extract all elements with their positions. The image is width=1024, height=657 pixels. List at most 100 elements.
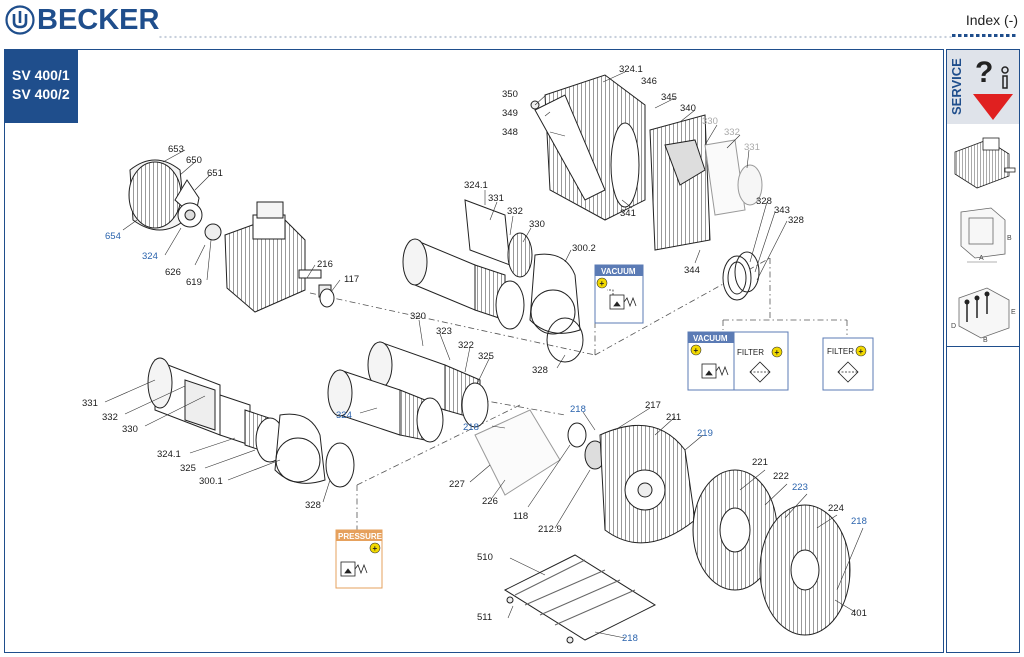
callout-label: 324 [142, 251, 158, 262]
callout-label: 346 [641, 76, 657, 87]
leader-lines [104, 71, 864, 639]
callout-label: 343 [774, 205, 790, 216]
callout-label: 218 [463, 422, 479, 433]
svg-text:A: A [979, 255, 984, 262]
callout-label: 650 [186, 155, 202, 166]
filter-badge-title: FILTER [827, 347, 854, 356]
callout-label: 223 [792, 482, 808, 493]
callout-label: 331 [82, 398, 98, 409]
callout-label: 330 [122, 424, 138, 435]
terminal-drawing-tile[interactable]: D E B [947, 272, 1019, 347]
model-label-box: SV 400/1 SV 400/2 [4, 49, 78, 123]
callout-label: 300.2 [572, 243, 596, 254]
svg-text:+: + [373, 544, 378, 553]
becker-logo[interactable]: BECKER [5, 3, 159, 37]
svg-text:D: D [951, 323, 956, 330]
brand-name: BECKER [37, 4, 160, 36]
svg-text:+: + [694, 346, 699, 355]
callout-label: 226 [482, 496, 498, 507]
svg-text:+: + [600, 279, 605, 288]
svg-text:E: E [1011, 309, 1016, 316]
exploded-parts-diagram: 324.1 346 350 345 349 340 330 348 332 33… [82, 64, 874, 644]
valve-symbol-icon [340, 561, 368, 577]
motor-thumbnail-icon [954, 137, 1016, 189]
valve-symbol-icon [701, 363, 729, 379]
motor-group[interactable] [128, 159, 335, 313]
model-line-1: SV 400/1 [12, 67, 70, 83]
valve-symbol-icon [607, 289, 637, 310]
callout-label: 341 [620, 208, 636, 219]
upper-silencer-group[interactable] [402, 199, 584, 363]
callout-label: 511 [477, 612, 492, 623]
header-divider-left [158, 35, 954, 39]
base-plate[interactable] [503, 554, 657, 644]
filter-symbol-icon [749, 361, 771, 383]
callout-label: 324.1 [157, 449, 181, 460]
callout-label: 626 [165, 267, 181, 278]
callout-label: 654 [105, 231, 121, 242]
callout-label: 328 [756, 196, 772, 207]
pressure-valve-badge[interactable]: PRESSURE + [335, 529, 383, 589]
service-label: SERVICE [949, 58, 964, 116]
callout-label: 300.1 [199, 476, 223, 487]
callout-label: 331 [488, 193, 504, 204]
callout-label: 328 [532, 365, 548, 376]
impeller-housing-group[interactable] [474, 409, 851, 636]
callout-label: 117 [344, 274, 359, 285]
callout-label: 222 [773, 471, 789, 482]
vacuum-filter-badge[interactable]: VACUUM FILTER + + [687, 331, 789, 391]
callout-label: 324.1 [464, 180, 488, 191]
filter-badge[interactable]: FILTER + [822, 337, 874, 391]
vacuum-valve-badge[interactable]: VACUUM + [594, 264, 644, 324]
right-sidebar: SERVICE ? A B D [946, 49, 1020, 653]
callout-label: 619 [186, 277, 202, 288]
index-link[interactable]: Index (-) [965, 12, 1018, 28]
plus-icon [690, 344, 702, 356]
svg-text:?: ? [975, 56, 993, 89]
lower-silencer-group[interactable] [327, 341, 489, 443]
plus-icon [855, 345, 867, 357]
page-header: BECKER Index (-) [0, 0, 1024, 44]
plus-icon [369, 542, 381, 554]
svg-text:B: B [983, 337, 988, 344]
callout-label: 340 [680, 103, 696, 114]
callout-label: 325 [180, 463, 196, 474]
service-tile[interactable]: SERVICE ? [947, 50, 1019, 125]
model-line-2: SV 400/2 [12, 86, 70, 102]
callout-label: 218 [851, 516, 867, 527]
callout-label: 322 [458, 340, 474, 351]
filter-symbol-icon [837, 361, 859, 383]
callout-labels: 324.1 346 350 345 349 340 330 348 332 33… [82, 64, 867, 644]
callout-label: 651 [207, 168, 223, 179]
callout-label: 348 [502, 127, 518, 138]
callout-label: 118 [513, 511, 528, 522]
left-silencer-group[interactable] [147, 357, 355, 488]
callout-label: 330 [529, 219, 545, 230]
callout-label: 211 [666, 412, 681, 423]
callout-label: 325 [478, 351, 494, 362]
terminal-drawing-icon: D E B [951, 287, 1016, 344]
callout-label: 217 [645, 400, 661, 411]
callout-label: 320 [410, 311, 426, 322]
vacuum-badge-title: VACUUM [601, 267, 636, 276]
callout-label: 224 [828, 503, 844, 514]
callout-label: 227 [449, 479, 465, 490]
motor-thumbnail-tile[interactable] [947, 124, 1019, 199]
callout-label: 219 [697, 428, 713, 439]
dimension-drawing-tile[interactable]: A B [947, 198, 1019, 273]
top-housing-group[interactable] [530, 74, 763, 301]
callout-label: 330 [702, 116, 718, 127]
callout-label: 221 [752, 457, 768, 468]
callout-label: 332 [724, 127, 740, 138]
callout-label: 344 [684, 265, 700, 276]
svg-text:+: + [775, 348, 780, 357]
callout-label: 332 [507, 206, 523, 217]
becker-logo-mark [5, 5, 35, 35]
dimension-drawing-icon: A B [960, 207, 1012, 263]
callout-label: 328 [305, 500, 321, 511]
callout-label: 218 [622, 633, 638, 644]
plus-icon [596, 277, 608, 289]
callout-label: 653 [168, 144, 184, 155]
callout-label: 328 [788, 215, 804, 226]
callout-label: 216 [317, 259, 333, 270]
